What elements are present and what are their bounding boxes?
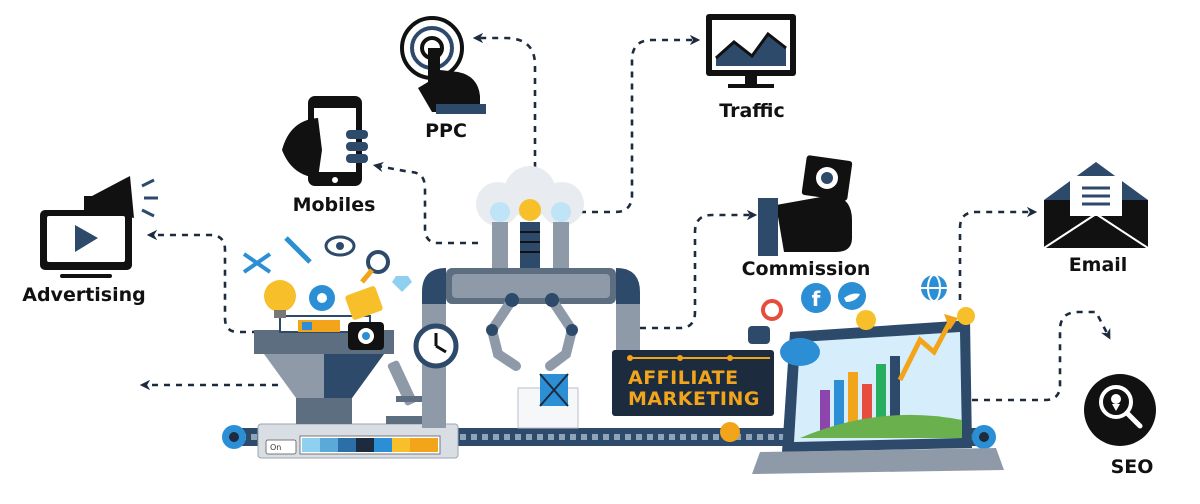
advertising-label: Advertising bbox=[22, 284, 146, 306]
facebook-letter: f bbox=[812, 287, 821, 311]
connector-to-advertising bbox=[146, 229, 258, 334]
traffic-node bbox=[706, 14, 796, 88]
at-sign-icon bbox=[720, 422, 740, 442]
lightbulb-icon bbox=[264, 280, 296, 312]
ppc-label: PPC bbox=[425, 120, 467, 142]
funnel-hopper bbox=[254, 315, 394, 424]
bulb-icon bbox=[551, 202, 571, 222]
play-icon bbox=[75, 225, 98, 252]
idea-cluster bbox=[242, 235, 412, 350]
bulb-row bbox=[476, 166, 584, 268]
connector-to-email bbox=[958, 206, 1038, 300]
seo-node bbox=[1084, 374, 1156, 446]
pointer-hand-icon bbox=[418, 48, 480, 112]
ppc-node bbox=[400, 16, 486, 114]
image-icon bbox=[345, 286, 383, 320]
search-icon bbox=[366, 250, 390, 274]
connector-to-seo bbox=[960, 310, 1111, 402]
commission-node bbox=[758, 155, 853, 256]
bulb-icon bbox=[519, 199, 541, 221]
mobiles-node bbox=[282, 96, 368, 186]
email-node bbox=[1043, 162, 1149, 249]
affiliate-banner bbox=[612, 350, 774, 416]
target-small-icon bbox=[761, 299, 783, 321]
traffic-label: Traffic bbox=[719, 100, 785, 122]
sun-icon bbox=[957, 307, 975, 325]
control-panel bbox=[257, 423, 459, 459]
banner-line-1: AFFILIATE bbox=[628, 367, 739, 389]
chat-bubble-icon bbox=[780, 338, 820, 366]
commission-label: Commission bbox=[741, 258, 871, 280]
machine-frame bbox=[413, 268, 640, 428]
lightbulb-small-icon bbox=[856, 310, 876, 330]
robot-arms bbox=[486, 293, 579, 429]
banner-line-2: MARKETING bbox=[628, 388, 760, 410]
connector-to-ppc bbox=[472, 32, 537, 168]
magnifier-icon bbox=[1099, 385, 1133, 419]
fist-icon bbox=[776, 195, 852, 252]
diamond-icon bbox=[392, 276, 412, 292]
hand-icon bbox=[282, 118, 322, 178]
connector-to-traffic bbox=[580, 34, 701, 214]
pencil-icon bbox=[284, 236, 312, 264]
advertising-node bbox=[40, 176, 158, 278]
microscope-icon bbox=[386, 360, 426, 424]
email-label: Email bbox=[1068, 254, 1128, 276]
mobiles-label: Mobiles bbox=[292, 194, 376, 216]
video-icon bbox=[748, 326, 770, 344]
power-switch-label: On bbox=[270, 443, 282, 452]
bulb-icon bbox=[490, 202, 510, 222]
megaphone-icon bbox=[84, 176, 158, 218]
seo-label: SEO bbox=[1110, 456, 1154, 478]
flow-connectors bbox=[139, 32, 1111, 402]
connector-to-commission bbox=[640, 209, 758, 330]
laptop-dashboard: f bbox=[720, 274, 1004, 474]
seo-badge-icon bbox=[1084, 374, 1156, 446]
connector-to-mobiles bbox=[372, 161, 478, 245]
facebook-icon bbox=[801, 283, 831, 313]
